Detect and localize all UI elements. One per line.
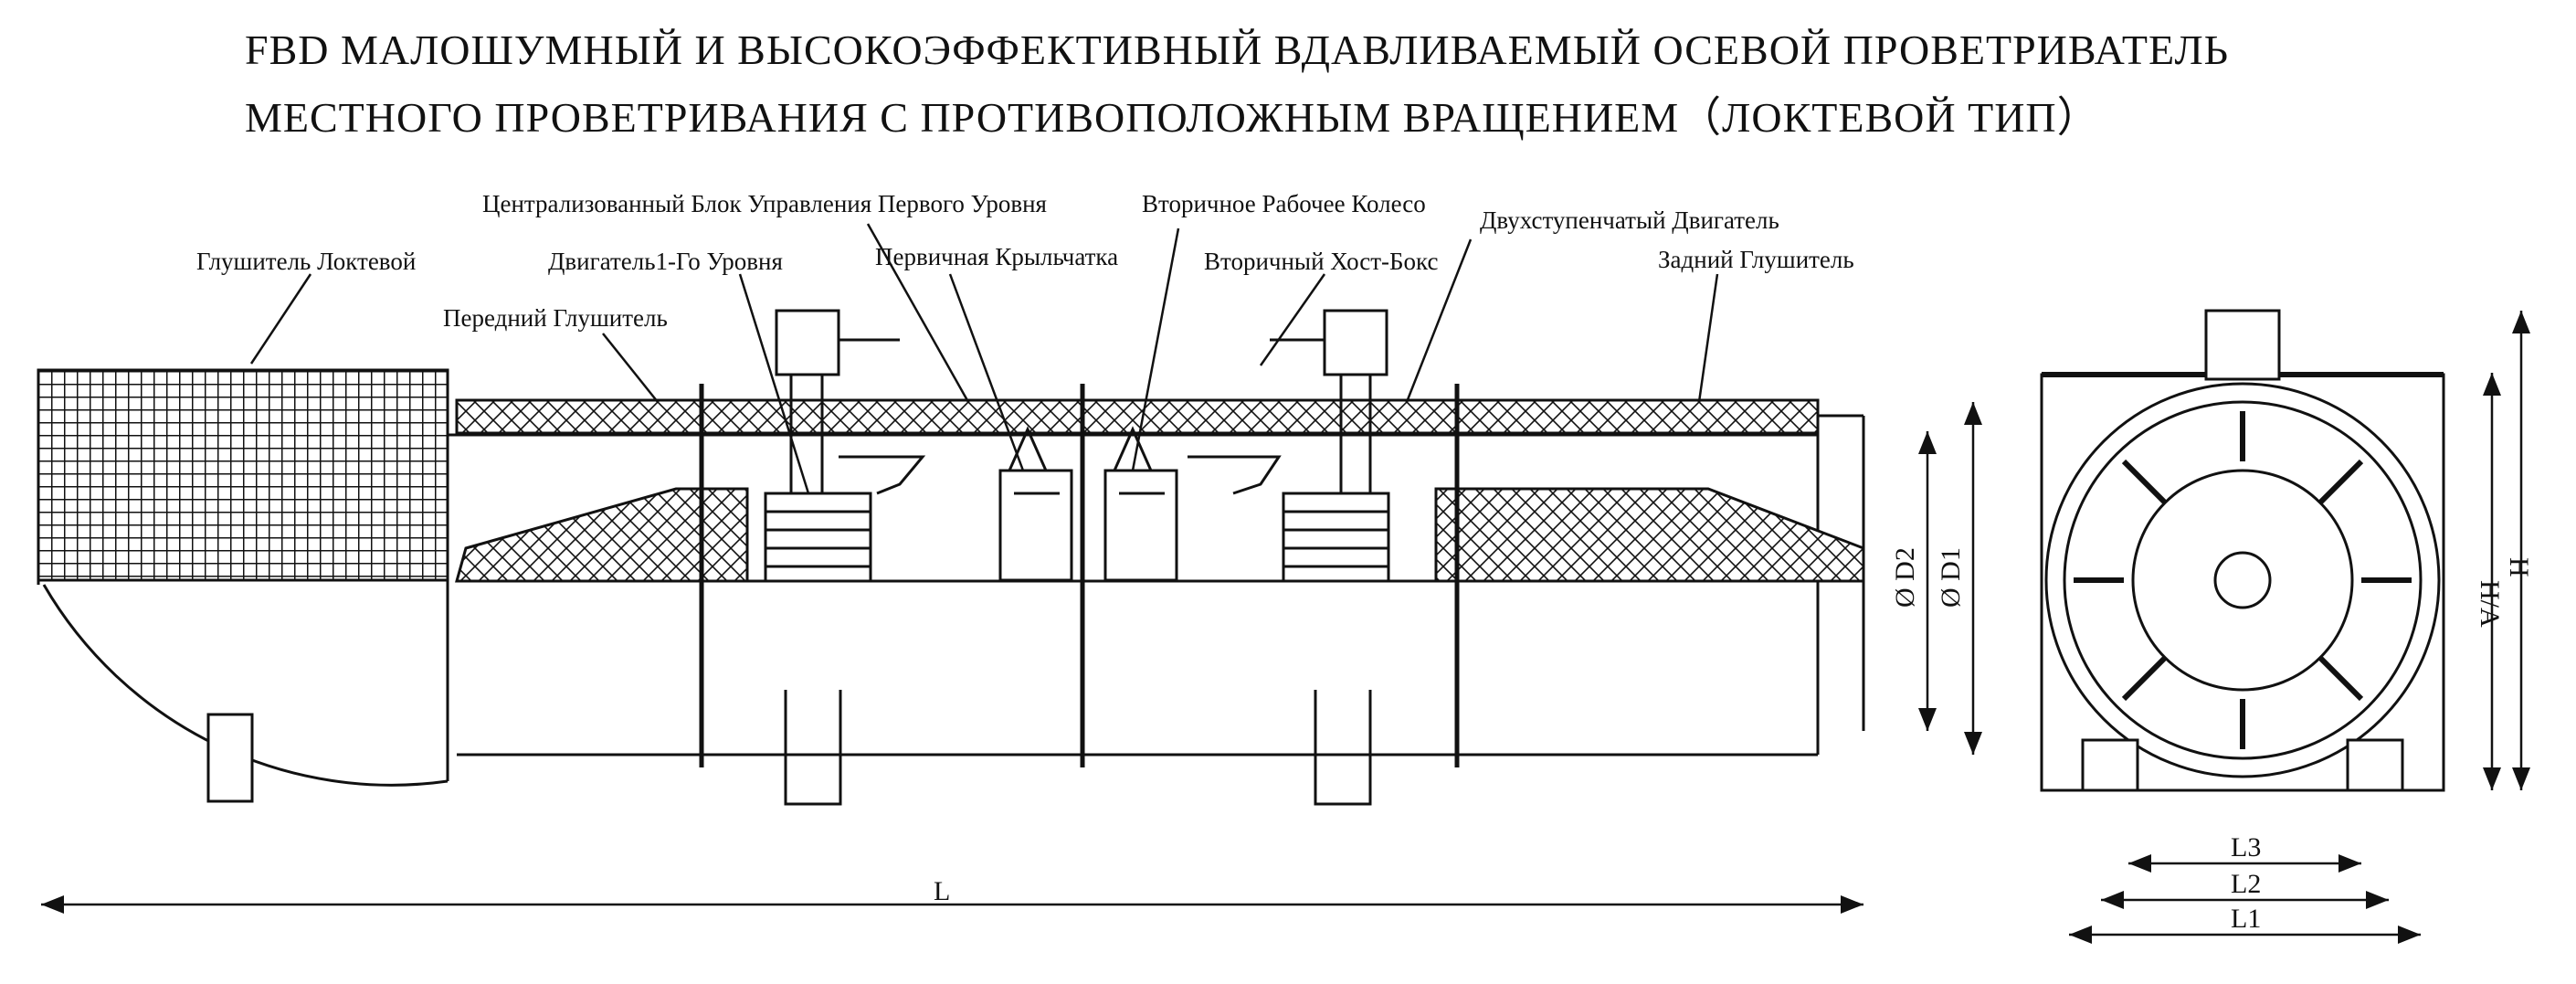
label-motor-level-1: Двигатель1-Го Уровня — [548, 248, 783, 275]
rear-silencer — [1434, 487, 1865, 583]
dim-d1: Ø D1 — [1936, 547, 1966, 608]
label-secondary-impeller: Вторичное Рабочее Колесо — [1142, 190, 1426, 217]
label-primary-impeller: Первичная Крыльчатка — [875, 243, 1118, 270]
elbow-silencer — [37, 368, 449, 803]
front-silencer — [455, 487, 749, 583]
secondary-motor — [1188, 309, 1390, 583]
motor-level-1 — [764, 309, 926, 583]
title-line-1: FBD МАЛОШУМНЫЙ И ВЫСОКОЭФФЕКТИВНЫЙ ВДАВЛ… — [245, 26, 2230, 73]
support-foot-front — [784, 690, 842, 806]
secondary-impeller — [1103, 426, 1178, 582]
label-two-stage-motor: Двухступенчатый Двигатель — [1480, 206, 1779, 234]
dim-h: H — [2504, 557, 2534, 577]
front-view — [2040, 309, 2445, 792]
dim-l1: L1 — [2231, 904, 2261, 934]
dim-l3: L3 — [2231, 832, 2261, 862]
leader-lines — [249, 223, 1719, 494]
label-elbow-silencer: Глушитель Локтевой — [196, 248, 416, 275]
dim-d2: Ø D2 — [1890, 547, 1920, 608]
title-line-2: МЕСТНОГО ПРОВЕТРИВАНИЯ С ПРОТИВОПОЛОЖНЫМ… — [245, 94, 2100, 141]
dim-l2: L2 — [2231, 869, 2261, 899]
label-rear-silencer: Задний Глушитель — [1658, 246, 1854, 273]
label-central-control: Централизованный Блок Управления Первого… — [482, 190, 1047, 217]
primary-impeller — [998, 426, 1073, 582]
dim-h1: H/A — [2475, 580, 2505, 628]
label-front-silencer: Передний Глушитель — [443, 304, 668, 332]
support-foot-rear — [1314, 690, 1372, 806]
dim-length: L — [934, 876, 950, 906]
dimension-lines — [41, 311, 2530, 944]
label-secondary-hostbox: Вторичный Хост-Бокс — [1204, 248, 1438, 275]
flanges — [699, 384, 1460, 767]
